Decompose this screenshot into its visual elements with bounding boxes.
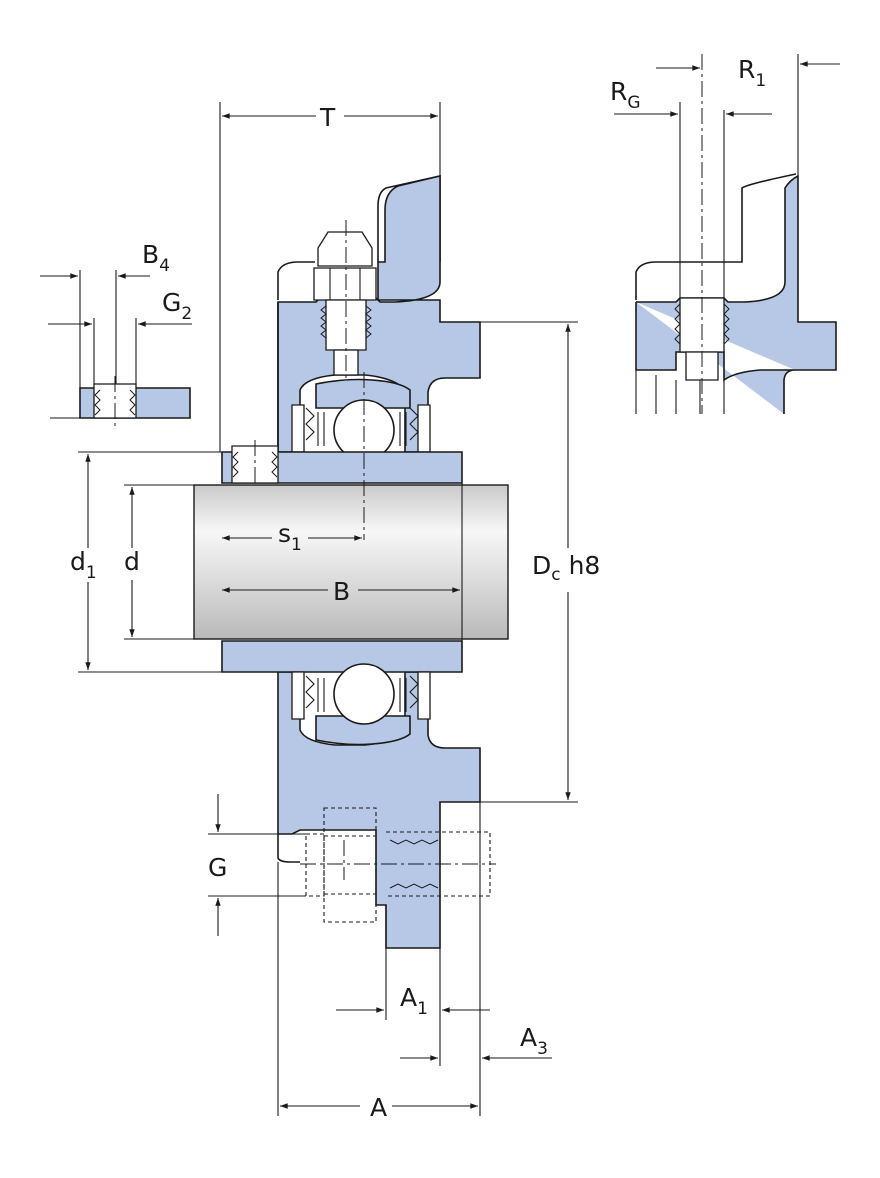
label-Dc: Dc h8 <box>532 551 600 585</box>
label-B4: B4 <box>142 240 170 276</box>
label-A3: A3 <box>520 1023 548 1059</box>
inner-ring-lower <box>221 640 463 673</box>
label-B: B <box>333 577 350 606</box>
label-A1: A1 <box>400 983 428 1019</box>
inner-ring-upper <box>221 440 463 490</box>
label-G2: G2 <box>162 288 192 324</box>
label-G: G <box>208 853 227 882</box>
label-s1: s1 <box>278 519 302 555</box>
detail-ring-set-screw <box>40 270 192 426</box>
bearing-upper <box>291 378 431 461</box>
label-RG: RG <box>610 77 641 113</box>
dimension-lines <box>78 102 578 1116</box>
label-T: T <box>319 103 336 132</box>
mounting-bolt <box>300 807 496 923</box>
bearing-lower <box>291 663 431 746</box>
label-d: d <box>124 547 140 576</box>
dimension-labels: T B4 G2 RG R1 d1 d s1 B Dc h8 G A1 A3 A <box>70 55 766 1122</box>
label-R1: R1 <box>738 55 766 91</box>
label-A: A <box>370 1093 387 1122</box>
detail-grease-thread <box>614 54 840 414</box>
label-d1: d1 <box>70 547 97 583</box>
grease-nipple <box>313 220 377 380</box>
shaft <box>193 484 509 640</box>
